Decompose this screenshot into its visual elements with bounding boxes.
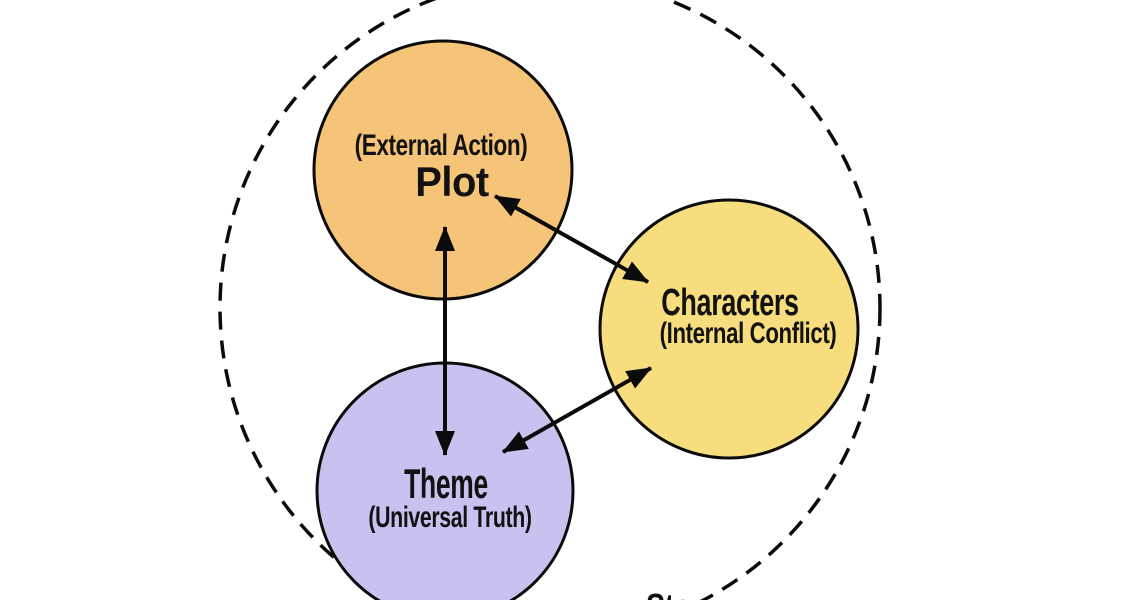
arrow-theme-characters xyxy=(502,366,652,454)
characters-sublabel: (Internal Conflict) xyxy=(659,317,837,350)
characters-circle xyxy=(598,198,860,460)
characters-label: Characters xyxy=(661,282,799,324)
theme-label: Theme xyxy=(404,460,488,507)
plot-label: Plot xyxy=(415,158,489,205)
theme-sublabel: (Universal Truth) xyxy=(368,501,532,534)
arrow-plot-characters xyxy=(494,194,649,284)
plot-sublabel: (External Action) xyxy=(354,129,528,162)
outer-dashed-story-circle xyxy=(218,0,882,600)
story-bottom-label-partial: Story xyxy=(646,589,718,600)
